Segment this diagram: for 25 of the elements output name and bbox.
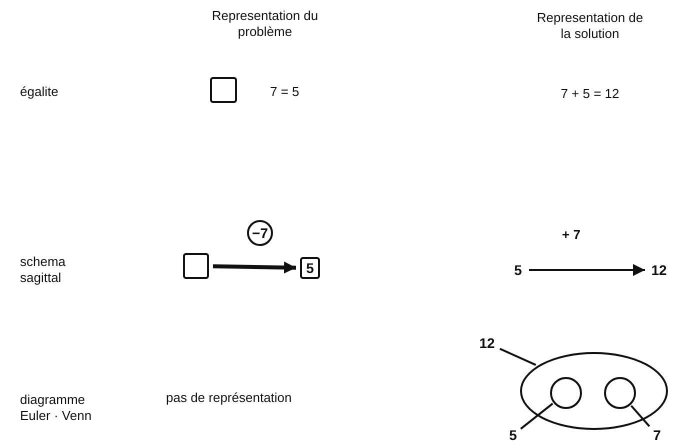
- leader-line: [630, 405, 650, 427]
- number-box: 5: [300, 257, 320, 279]
- set-ellipse: [520, 352, 668, 430]
- arrow: [529, 264, 645, 276]
- subset-circle: [550, 377, 582, 409]
- leader-line: [520, 402, 554, 430]
- equation: 7 = 5: [270, 84, 300, 100]
- row-heading: égalite: [20, 84, 60, 100]
- number-label: 12: [648, 261, 670, 279]
- number-label: 5: [506, 426, 520, 444]
- column-heading: Representation du problème: [210, 8, 320, 40]
- empty-box: [183, 253, 209, 279]
- equation: 7 + 5 = 12: [560, 86, 620, 102]
- operator-circle: −7: [247, 220, 273, 246]
- column-heading: Representation de la solution: [536, 10, 644, 42]
- row-heading: schema sagittal: [20, 254, 67, 286]
- arrow: [212, 262, 296, 274]
- row-heading: diagramme Euler · Venn: [20, 392, 93, 424]
- number-label: 5: [510, 261, 526, 279]
- subset-circle: [604, 377, 636, 409]
- note-text: pas de représentation: [166, 390, 293, 406]
- number-label: 12: [476, 334, 498, 352]
- empty-box: [210, 77, 237, 103]
- number-label: 7: [650, 426, 664, 444]
- leader-line: [499, 348, 536, 366]
